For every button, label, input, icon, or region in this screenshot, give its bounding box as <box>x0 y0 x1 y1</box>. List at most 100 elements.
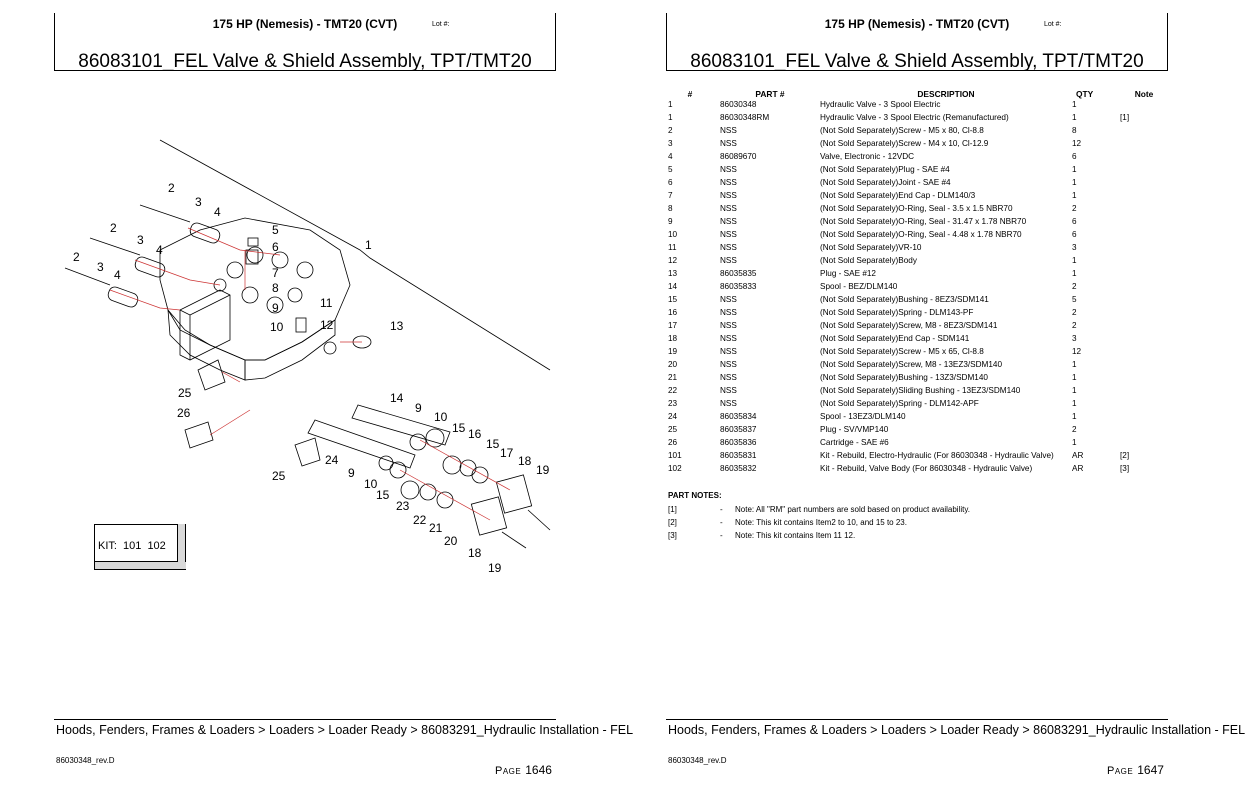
kit-shadow <box>94 562 186 570</box>
callout-4: 4 <box>156 243 163 257</box>
header-box: 175 HP (Nemesis) - TMT20 (CVT) Lot #: 86… <box>666 13 1168 72</box>
part-qty: 6 <box>1072 152 1077 161</box>
document-reference: 86030348_rev.D <box>668 756 727 765</box>
column-header-note: Note <box>1134 89 1154 99</box>
part-qty: 1 <box>1072 256 1077 265</box>
callout-20: 20 <box>444 534 458 548</box>
part-description: (Not Sold Separately)O-Ring, Seal - 31.4… <box>820 217 1027 226</box>
part-description: Spool - 13EZ3/DLM140 <box>820 412 906 421</box>
note-dash: - <box>720 518 723 527</box>
item-number: 25 <box>668 425 678 434</box>
part-note <box>1120 165 1168 178</box>
part-notes-title: PART NOTES: <box>668 491 722 500</box>
callout-21: 21 <box>429 521 443 535</box>
item-number: 11 <box>668 243 677 252</box>
note-text: Note: All "RM" part numbers are sold bas… <box>735 505 970 514</box>
page-title: 86083101_FEL Valve & Shield Assembly, TP… <box>78 51 532 72</box>
item-number: 21 <box>668 373 678 382</box>
item-number: 15 <box>668 295 678 304</box>
callout-12: 12 <box>320 318 334 332</box>
part-number: 86030348RM <box>720 113 770 122</box>
part-description: (Not Sold Separately)Screw - M5 x 80, Cl… <box>820 126 984 135</box>
model-name: 175 HP (Nemesis) - TMT20 (CVT) <box>824 17 1010 31</box>
item-number: 18 <box>668 334 678 343</box>
part-qty: 8 <box>1072 126 1077 135</box>
part-qty: 5 <box>1072 295 1077 304</box>
part-note <box>1120 386 1168 399</box>
part-description: Kit - Rebuild, Valve Body (For 86030348 … <box>820 464 1033 473</box>
callout-22: 22 <box>413 513 427 527</box>
callout-9: 9 <box>272 301 279 315</box>
callout-2: 2 <box>73 250 80 264</box>
page-label: Page <box>1107 765 1134 777</box>
part-number: 86035835 <box>720 269 757 278</box>
part-number: 86035831 <box>720 451 757 460</box>
part-number: NSS <box>720 230 737 239</box>
callout-8: 8 <box>272 281 279 295</box>
part-note <box>1120 438 1168 451</box>
part-number: 86089670 <box>720 152 757 161</box>
item-number: 22 <box>668 386 678 395</box>
callout-4: 4 <box>114 268 121 282</box>
part-qty: 1 <box>1072 373 1077 382</box>
breadcrumb: Hoods, Fenders, Frames & Loaders > Loade… <box>56 723 634 737</box>
part-description: (Not Sold Separately)Spring - DLM143-PF <box>820 308 974 317</box>
item-number: 102 <box>668 464 682 473</box>
part-description: (Not Sold Separately)Sliding Bushing - 1… <box>820 386 1021 395</box>
column-header-part: PART # <box>755 89 785 99</box>
part-description: (Not Sold Separately)Screw, M8 - 8EZ3/SD… <box>820 321 998 330</box>
part-number: NSS <box>720 360 737 369</box>
item-number: 12 <box>668 256 678 265</box>
part-note: [1] <box>1120 113 1130 122</box>
assembly-boundary-line <box>159 139 551 371</box>
part-number: NSS <box>720 178 737 187</box>
table-row: 102 86035832 Kit - Rebuild, Valve Body (Fo… <box>668 464 1168 477</box>
part-number: NSS <box>720 217 737 226</box>
part-note <box>1120 269 1168 282</box>
part-note <box>1120 373 1168 386</box>
callout-3: 3 <box>137 233 144 247</box>
item-number: 13 <box>668 269 678 278</box>
part-number: 86035832 <box>720 464 757 473</box>
part-note <box>1120 321 1168 334</box>
item-number: 26 <box>668 438 678 447</box>
part-number: NSS <box>720 126 737 135</box>
part-note <box>1120 126 1168 139</box>
callout-9: 9 <box>348 466 355 480</box>
callout-5: 5 <box>272 223 279 237</box>
part-qty: 1 <box>1072 438 1077 447</box>
note-dash: - <box>720 505 723 514</box>
column-header-description: DESCRIPTION <box>917 89 975 99</box>
left-page: 175 HP (Nemesis) - TMT20 (CVT) Lot #: 86… <box>0 0 633 792</box>
part-description: Cartridge - SAE #6 <box>820 438 889 447</box>
part-note <box>1120 295 1168 308</box>
item-number: 5 <box>668 165 673 174</box>
callout-2: 2 <box>110 221 117 235</box>
part-description: Spool - BEZ/DLM140 <box>820 282 898 291</box>
part-qty: AR <box>1072 451 1084 460</box>
page-label: Page <box>495 765 522 777</box>
part-qty: 1 <box>1072 100 1077 109</box>
callout-15: 15 <box>486 437 500 451</box>
part-qty: 3 <box>1072 243 1077 252</box>
item-number: 14 <box>668 282 678 291</box>
part-qty: 6 <box>1072 230 1077 239</box>
part-note <box>1120 334 1168 347</box>
part-description: (Not Sold Separately)Joint - SAE #4 <box>820 178 951 187</box>
callout-10: 10 <box>364 477 378 491</box>
callout-23: 23 <box>396 499 410 513</box>
part-note: [3] <box>1120 464 1130 473</box>
part-description: (Not Sold Separately)Bushing - 13Z3/SDM1… <box>820 373 988 382</box>
item-number: 4 <box>668 152 673 161</box>
part-number: NSS <box>720 256 737 265</box>
part-number: NSS <box>720 243 737 252</box>
part-number: NSS <box>720 139 737 148</box>
